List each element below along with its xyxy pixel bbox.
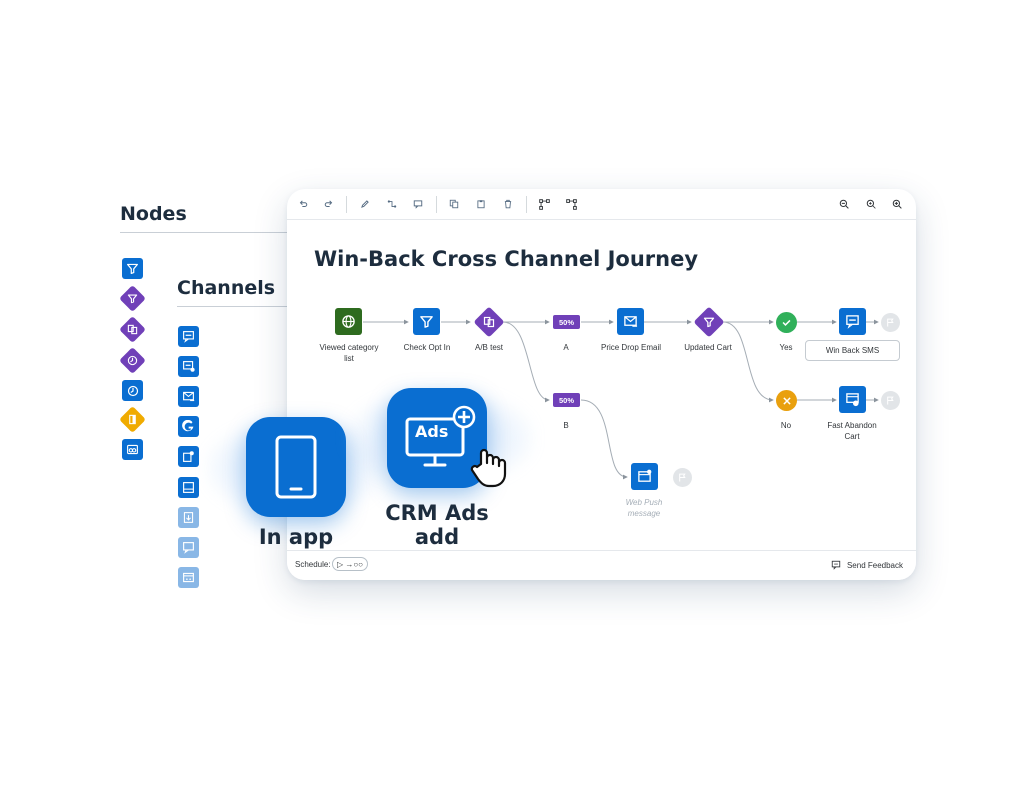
undo-icon[interactable] [296, 197, 310, 211]
zoom-out-icon[interactable] [837, 197, 851, 211]
flow-connectors [363, 319, 879, 480]
check-opt-in-label: Check Opt In [403, 343, 451, 352]
ab-split-icon[interactable] [122, 319, 143, 340]
email-icon[interactable] [178, 386, 199, 407]
download-icon[interactable] [178, 507, 199, 528]
notification-icon[interactable] [178, 446, 199, 467]
sms-icon[interactable] [178, 326, 199, 347]
end-flag-icon [673, 468, 692, 487]
clock-diamond-icon[interactable] [122, 350, 143, 371]
journey-editor-window: Win-Back Cross Channel Journey Viewed c [287, 189, 916, 580]
ab-test-label: A/B test [474, 343, 503, 352]
channels-heading: Channels [177, 277, 276, 299]
hand-pointer-icon [470, 448, 507, 488]
window-footer: Schedule: ▷ →○○ Send Feedback [287, 550, 916, 580]
viewed-category-label: Viewed category list [319, 343, 379, 363]
no-cross-icon[interactable] [776, 390, 797, 411]
google-icon[interactable] [178, 416, 199, 437]
branch-a-percentage[interactable]: 50% [553, 315, 580, 329]
fast-abandon-cart-label: Fast Abandon Cart [827, 421, 877, 441]
end-flag-icon [881, 313, 900, 332]
send-feedback-label: Send Feedback [846, 560, 903, 570]
branch-b-percentage[interactable]: 50% [553, 393, 580, 407]
ads-icon-text: Ads [415, 422, 449, 441]
edit-icon[interactable] [358, 197, 372, 211]
fast-abandon-cart-node[interactable] [839, 386, 866, 413]
win-back-sms-label[interactable]: Win Back SMS [805, 340, 900, 361]
in-app-tile[interactable] [246, 417, 346, 517]
web-push-node[interactable] [631, 463, 658, 490]
paste-icon[interactable] [474, 197, 488, 211]
yes-check-icon[interactable] [776, 312, 797, 333]
merge-icon[interactable] [122, 439, 143, 460]
updated-cart-node[interactable] [695, 308, 722, 335]
sms-plus-icon[interactable] [178, 356, 199, 377]
win-back-sms-node[interactable] [839, 308, 866, 335]
send-feedback-button[interactable]: Send Feedback [831, 560, 903, 570]
connect-icon[interactable] [385, 197, 399, 211]
inbox-icon[interactable] [178, 477, 199, 498]
toolbar-separator [346, 196, 347, 213]
check-opt-in-node[interactable] [413, 308, 440, 335]
ab-test-node[interactable] [475, 308, 502, 335]
zoom-in-icon[interactable] [890, 197, 904, 211]
viewed-category-node[interactable] [335, 308, 362, 335]
branch-a-label: A [563, 343, 569, 352]
comment-icon[interactable] [411, 197, 425, 211]
nodes-heading: Nodes [120, 203, 187, 225]
toolbar [287, 189, 916, 220]
end-flag-icon [881, 391, 900, 410]
delete-icon[interactable] [501, 197, 515, 211]
zoom-fit-icon[interactable] [864, 197, 878, 211]
chat-icon[interactable] [178, 537, 199, 558]
web-push-icon[interactable] [178, 567, 199, 588]
schedule-toggle[interactable]: ▷ →○○ [332, 557, 368, 571]
nodes-divider [120, 232, 287, 233]
feedback-icon [831, 560, 841, 570]
in-app-label: In app [258, 525, 334, 549]
monitor-ads-plus-icon [405, 405, 476, 467]
clock-icon[interactable] [122, 380, 143, 401]
schedule-label: Schedule: [295, 560, 331, 569]
channels-divider [177, 306, 287, 307]
filter-diamond-icon[interactable] [122, 288, 143, 309]
copy-icon[interactable] [447, 197, 461, 211]
toolbar-separator [436, 196, 437, 213]
updated-cart-label: Updated Cart [684, 343, 732, 352]
web-push-label: Web Push message [625, 498, 663, 518]
price-drop-email-node[interactable] [617, 308, 644, 335]
align-icon[interactable] [564, 197, 578, 211]
price-drop-email-label: Price Drop Email [600, 343, 661, 352]
no-label: No [780, 421, 792, 430]
branch-b-label: B [563, 421, 569, 430]
journey-title: Win-Back Cross Channel Journey [314, 247, 699, 271]
crm-ads-tile[interactable]: Ads [387, 388, 487, 488]
crm-ads-label-line1: CRM Ads [385, 501, 489, 525]
filter-icon[interactable] [122, 258, 143, 279]
exit-icon[interactable] [122, 409, 143, 430]
tablet-icon [275, 435, 317, 499]
yes-label: Yes [779, 343, 793, 352]
toolbar-separator [526, 196, 527, 213]
redo-icon[interactable] [322, 197, 336, 211]
auto-layout-icon[interactable] [537, 197, 551, 211]
crm-ads-label-line2: add [414, 525, 460, 549]
